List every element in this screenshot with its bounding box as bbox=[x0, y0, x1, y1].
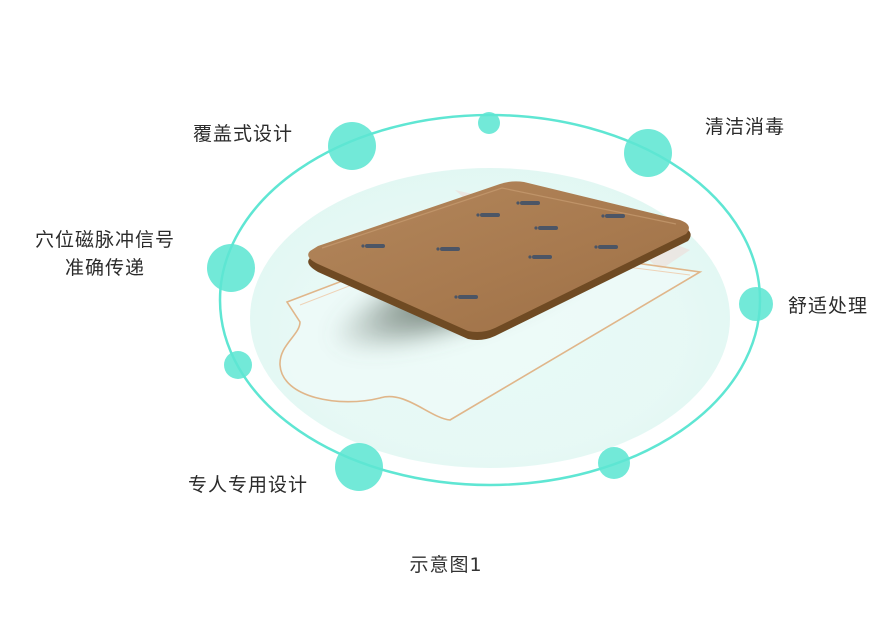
label-dedicated: 专人专用设计 bbox=[188, 474, 309, 496]
pad-top bbox=[308, 181, 689, 332]
node-bottom-right bbox=[598, 447, 630, 479]
label-signal: 穴位磁脉冲信号 准确传递 bbox=[25, 226, 185, 282]
node-top-right bbox=[624, 129, 672, 177]
ring-nodes bbox=[207, 112, 773, 491]
acupoint-marker bbox=[436, 247, 460, 251]
acupoint-marker bbox=[594, 245, 618, 249]
figure-caption: 示意图1 bbox=[409, 554, 483, 576]
label-comfort: 舒适处理 bbox=[788, 295, 869, 317]
node-left-small bbox=[224, 351, 252, 379]
label-signal-line1: 穴位磁脉冲信号 bbox=[34, 229, 175, 251]
node-top-small bbox=[478, 112, 500, 134]
node-left bbox=[207, 244, 255, 292]
node-right bbox=[739, 287, 773, 321]
node-top-left bbox=[328, 122, 376, 170]
label-cover-design: 覆盖式设计 bbox=[193, 123, 294, 145]
acupoint-marker bbox=[534, 226, 558, 230]
acupoint-marker bbox=[516, 201, 540, 205]
acupoint-marker bbox=[528, 255, 552, 259]
label-clean-disinfect: 清洁消毒 bbox=[705, 116, 786, 138]
acupoint-marker bbox=[361, 244, 385, 248]
acupoint-markers bbox=[361, 201, 625, 299]
label-signal-line2: 准确传递 bbox=[64, 257, 145, 279]
acupoint-marker bbox=[454, 295, 478, 299]
acupoint-marker bbox=[476, 213, 500, 217]
pad-highlight bbox=[321, 187, 677, 249]
node-bottom-left bbox=[335, 443, 383, 491]
acupoint-marker bbox=[601, 214, 625, 218]
